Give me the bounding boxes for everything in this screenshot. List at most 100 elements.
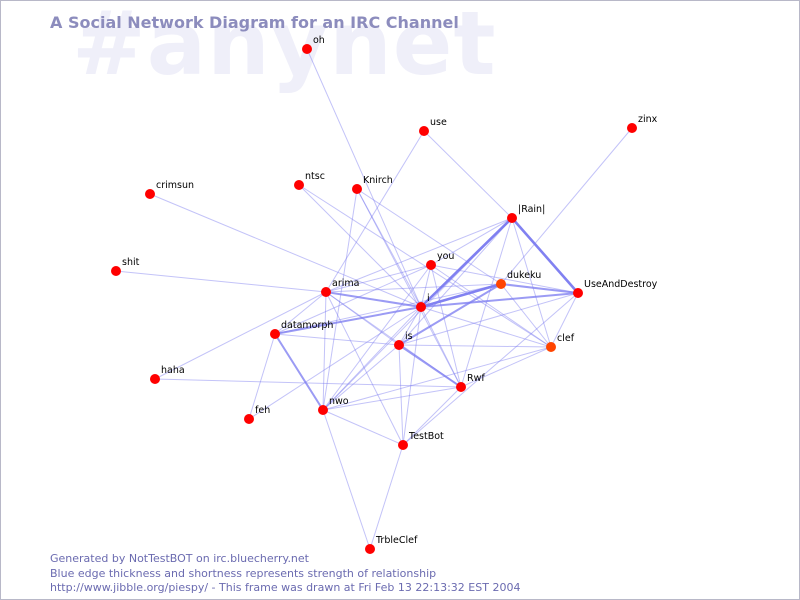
- node-dot[interactable]: [150, 374, 160, 384]
- node-label: arima: [332, 278, 359, 289]
- node-dot[interactable]: [111, 266, 121, 276]
- node-use[interactable]: use: [419, 117, 447, 136]
- edge-rain-rwf: [460, 217, 513, 388]
- node-dot[interactable]: [546, 342, 556, 352]
- edge-knirch-dukeku: [356, 188, 502, 285]
- node-knirch[interactable]: Knirch: [352, 175, 393, 194]
- node-is[interactable]: is: [394, 331, 413, 350]
- node-dot[interactable]: [352, 184, 362, 194]
- edge-knirch-rwf: [356, 188, 462, 388]
- node-dot[interactable]: [145, 189, 155, 199]
- edge-you-useanddestroy: [430, 264, 579, 294]
- edge-knirch-i: [356, 188, 422, 308]
- node-haha[interactable]: haha: [150, 365, 185, 384]
- edge-i-rwf: [420, 306, 462, 388]
- node-label: dukeku: [507, 270, 541, 281]
- edge-rain-useanddestroy: [510, 216, 580, 295]
- node-label: clef: [557, 333, 575, 344]
- edge-is-nwo: [322, 344, 400, 411]
- node-shit[interactable]: shit: [111, 257, 140, 276]
- node-dot[interactable]: [302, 44, 312, 54]
- node-label: is: [405, 331, 413, 342]
- edge-arima-i: [325, 291, 422, 308]
- node-dot[interactable]: [244, 414, 254, 424]
- edge-dukeku-arima: [325, 283, 502, 293]
- edge-i-datamorph: [274, 306, 422, 335]
- edge-oh-i: [306, 48, 422, 308]
- edge-rain-arima: [325, 217, 513, 293]
- edge-rain-i: [419, 216, 514, 309]
- node-label: use: [430, 117, 447, 128]
- node-dot[interactable]: [270, 329, 280, 339]
- edge-arima-datamorph: [274, 291, 327, 335]
- edge-use-arima: [325, 130, 425, 293]
- edge-dukeku-clef: [500, 283, 552, 348]
- edge-testbot-trbleclef: [369, 444, 404, 550]
- node-rain[interactable]: |Rain|: [507, 204, 545, 223]
- node-dot[interactable]: [398, 440, 408, 450]
- node-rwf[interactable]: Rwf: [456, 373, 485, 392]
- node-you[interactable]: you: [426, 251, 454, 270]
- edge-knirch-nwo: [322, 188, 358, 411]
- node-arima[interactable]: arima: [321, 278, 359, 297]
- node-dukeku[interactable]: dukeku: [496, 270, 541, 289]
- edge-useanddestroy-is: [398, 292, 579, 346]
- node-useanddestroy[interactable]: UseAndDestroy: [573, 279, 658, 298]
- node-clef[interactable]: clef: [546, 333, 575, 352]
- node-dot[interactable]: [365, 544, 375, 554]
- edge-you-datamorph: [274, 264, 432, 335]
- edges-layer: [115, 48, 633, 550]
- footer-legend-note: Blue edge thickness and shortness repres…: [50, 566, 437, 580]
- node-dot[interactable]: [419, 126, 429, 136]
- node-testbot[interactable]: TestBot: [398, 431, 444, 450]
- node-dot[interactable]: [416, 302, 426, 312]
- node-crimsun[interactable]: crimsun: [145, 180, 194, 199]
- node-dot[interactable]: [456, 382, 466, 392]
- node-zinx[interactable]: zinx: [627, 114, 658, 133]
- node-label: Knirch: [363, 175, 393, 186]
- footer: Generated by NotTestBOT on irc.bluecherr…: [50, 552, 520, 596]
- node-label: oh: [313, 35, 325, 46]
- edge-i-is: [398, 306, 422, 346]
- edge-you-clef: [430, 264, 552, 348]
- footer-generated-by: Generated by NotTestBOT on irc.bluecherr…: [50, 552, 309, 565]
- edge-clef-rwf: [460, 346, 552, 388]
- edge-testbot-rwf: [402, 386, 462, 446]
- edge-is-rwf: [398, 344, 462, 388]
- node-dot[interactable]: [321, 287, 331, 297]
- edge-arima-haha: [154, 291, 327, 380]
- channel-watermark: #anynet: [72, 0, 497, 95]
- node-dot[interactable]: [573, 288, 583, 298]
- node-feh[interactable]: feh: [244, 405, 270, 424]
- node-datamorph[interactable]: datamorph: [270, 320, 333, 339]
- node-label: |Rain|: [518, 204, 545, 215]
- node-dot[interactable]: [627, 123, 637, 133]
- edge-useanddestroy-i: [420, 292, 579, 308]
- node-label: TrbleClef: [375, 535, 418, 546]
- node-dot[interactable]: [318, 405, 328, 415]
- edge-is-testbot: [398, 344, 404, 446]
- node-label: you: [437, 251, 454, 262]
- node-i[interactable]: i: [416, 293, 430, 312]
- nodes-layer: oh use zinx ntsc Knirch crimsun |Rain| shit you d…: [111, 35, 658, 554]
- node-dot[interactable]: [294, 180, 304, 190]
- node-dot[interactable]: [394, 340, 404, 350]
- node-label: TestBot: [408, 431, 444, 442]
- node-label: shit: [122, 257, 140, 268]
- page-title: A Social Network Diagram for an IRC Chan…: [50, 13, 459, 32]
- node-dot[interactable]: [426, 260, 436, 270]
- edge-haha-rwf: [154, 378, 462, 388]
- edge-rain-you: [430, 217, 513, 266]
- node-label: Rwf: [467, 373, 485, 384]
- node-oh[interactable]: oh: [302, 35, 325, 54]
- node-label: haha: [161, 365, 185, 376]
- node-dot[interactable]: [507, 213, 517, 223]
- node-nwo[interactable]: nwo: [318, 396, 349, 415]
- node-dot[interactable]: [496, 279, 506, 289]
- node-label: UseAndDestroy: [584, 279, 658, 290]
- edge-i-clef: [420, 306, 552, 348]
- edge-you-arima: [325, 264, 432, 293]
- footer-url-timestamp[interactable]: http://www.jibble.org/piespy/ - This fra…: [50, 581, 521, 594]
- node-trbleclef[interactable]: TrbleClef: [365, 535, 418, 554]
- node-ntsc[interactable]: ntsc: [294, 171, 325, 190]
